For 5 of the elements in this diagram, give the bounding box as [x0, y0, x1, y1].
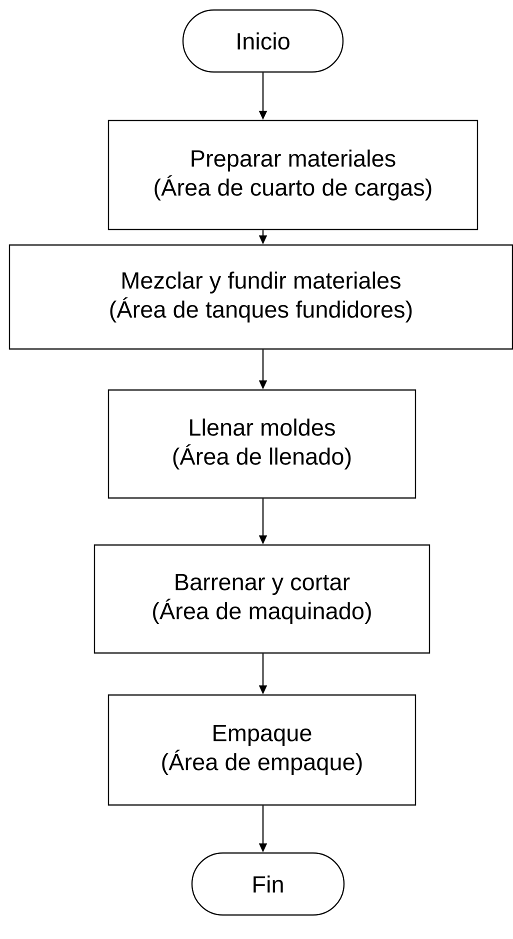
- process-box: Empaque (Área de empaque): [108, 694, 416, 806]
- process-box: Barrenar y cortar (Área de maquinado): [94, 544, 430, 654]
- process-box: Preparar materiales (Área de cuarto de cargas): [108, 120, 478, 230]
- process-box: Llenar moldes (Área de llenado): [108, 389, 416, 499]
- process-box: Mezclar y fundir materiales (Área de tanques fundidores): [8, 244, 513, 350]
